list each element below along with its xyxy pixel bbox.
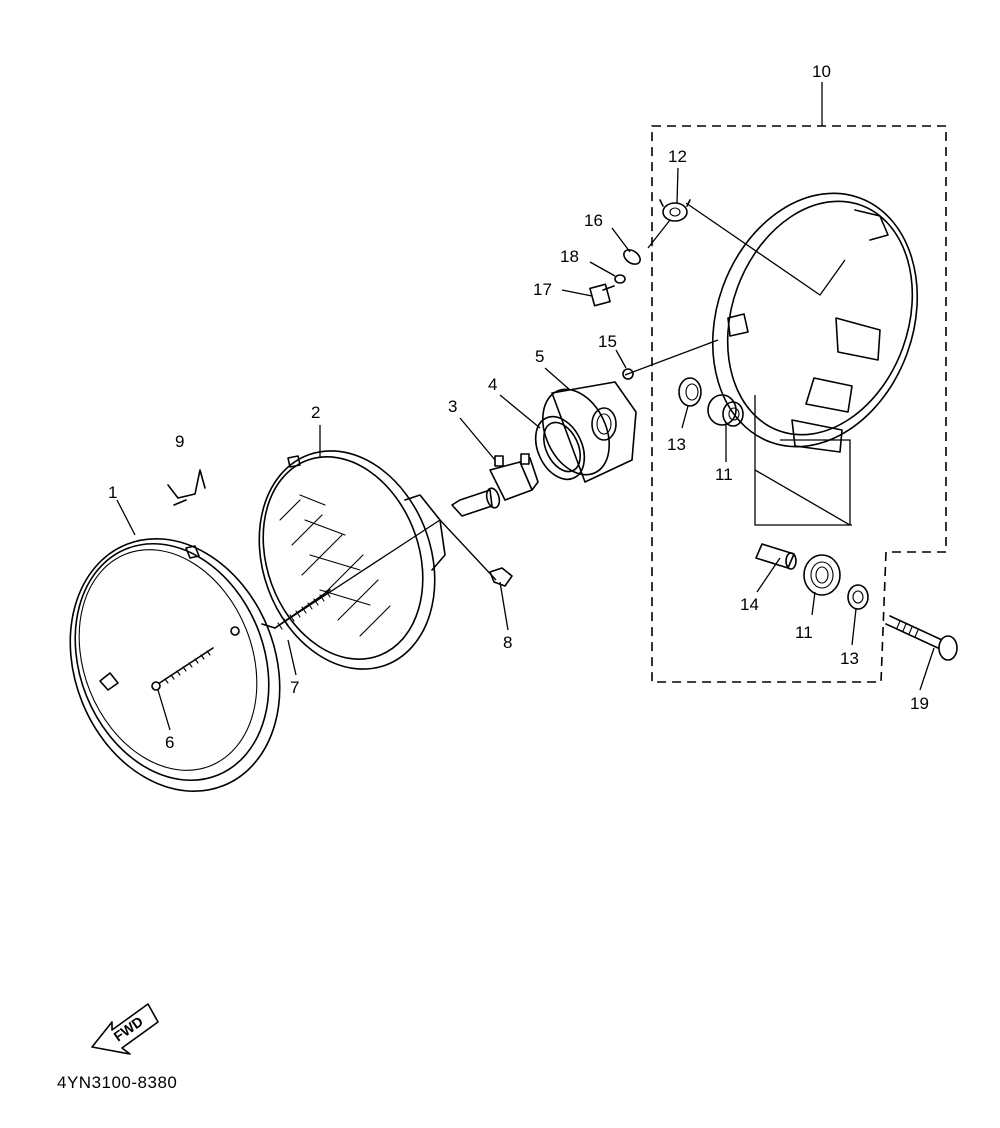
label-part-6: 6 [165,733,174,752]
label-part-15: 15 [598,332,617,351]
socket-cover [542,381,637,483]
part-labels: 1 2 3 4 5 6 7 8 9 10 11 11 12 13 13 14 1… [108,62,929,752]
headlight-housing [711,192,919,453]
label-part-16: 16 [584,211,603,230]
label-part-11-lower: 11 [795,623,813,642]
bolt-17 [589,283,615,307]
washer-18 [614,274,626,284]
forward-arrow: FWD [91,1003,159,1055]
label-part-17: 17 [533,280,552,299]
label-part-5: 5 [535,347,544,366]
label-part-1: 1 [108,483,117,502]
label-part-4: 4 [488,375,497,394]
bulb [451,453,539,517]
label-leaders [116,82,935,731]
washer-16 [623,249,641,265]
label-part-11-upper: 11 [715,465,733,484]
clip [167,469,206,506]
label-part-7: 7 [290,678,299,697]
label-part-14: 14 [740,595,759,614]
adjusting-screw [151,647,214,691]
collar-14 [755,543,797,570]
label-part-8: 8 [503,633,512,652]
drawing-code: 4YN3100-8380 [57,1073,177,1092]
label-part-18: 18 [560,247,579,266]
clamp [489,567,513,587]
headlight-rim [69,537,281,793]
label-part-2: 2 [311,403,320,422]
assembly-lines [274,202,852,629]
bolt-19 [885,615,958,661]
label-part-19: 19 [910,694,929,713]
label-part-13-lower: 13 [840,649,859,668]
spring [261,589,331,630]
collar-13-upper [678,377,702,407]
label-part-9: 9 [175,432,184,451]
grommet [659,199,691,222]
label-part-12: 12 [668,147,687,166]
label-part-3: 3 [448,397,457,416]
bush-11-lower [803,554,841,596]
collar-13-lower [847,584,869,610]
assembly-10-boundary [651,125,947,683]
label-part-13-upper: 13 [667,435,686,454]
bush-11-upper [707,394,744,427]
label-part-10: 10 [812,62,831,81]
